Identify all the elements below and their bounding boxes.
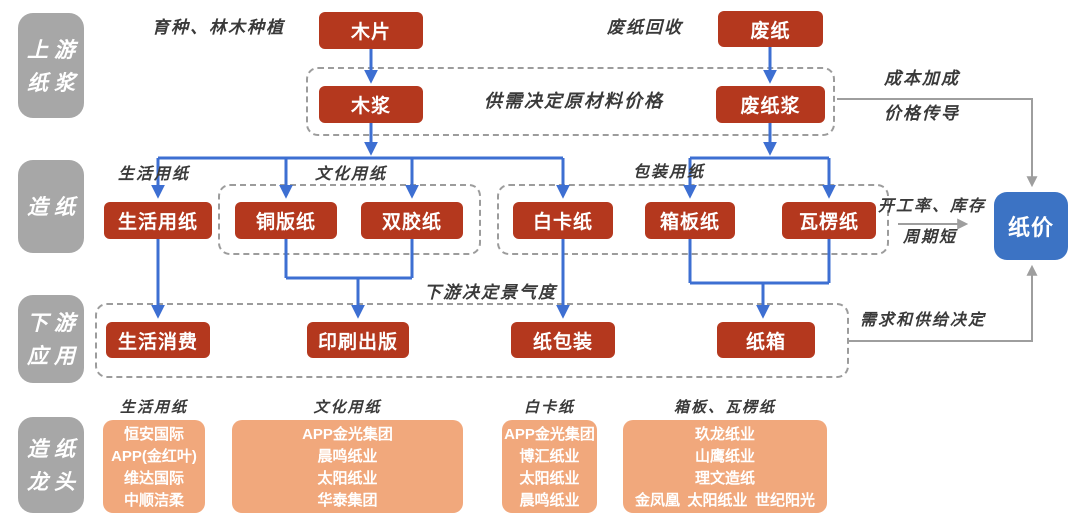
node-coated-paper: 铜版纸 bbox=[235, 202, 337, 239]
node-waste-paper-pulp: 废纸浆 bbox=[716, 86, 825, 123]
stage-label-line: 造纸 bbox=[27, 194, 81, 219]
company-bottom-row: 金凤凰太阳纸业世纪阳光 bbox=[623, 490, 827, 512]
company-item: 太阳纸业 bbox=[519, 470, 580, 487]
stage-label-line: 造纸 bbox=[27, 436, 81, 461]
anno-cat-household-paper: 生活用纸 bbox=[118, 164, 191, 183]
company-item: APP金光集团 bbox=[302, 426, 393, 443]
node-wood-pulp: 木浆 bbox=[319, 86, 423, 123]
company-item: 太阳纸业 bbox=[687, 492, 748, 509]
node-printing-publishing: 印刷出版 bbox=[307, 322, 409, 358]
company-item: 晨鸣纸业 bbox=[519, 492, 580, 509]
stage-label-line: 纸浆 bbox=[27, 69, 81, 95]
connector-gray-2 bbox=[849, 264, 1038, 342]
node-corrugated-paper: 瓦楞纸 bbox=[782, 202, 876, 239]
leader-header-culture: 文化用纸 bbox=[313, 398, 382, 416]
leader-header-household: 生活用纸 bbox=[119, 398, 188, 416]
stage-label-line: 应用 bbox=[27, 343, 81, 368]
node-paper-packaging: 纸包装 bbox=[511, 322, 615, 358]
node-carton: 纸箱 bbox=[717, 322, 815, 358]
leader-header-container-corrugated: 箱板、瓦楞纸 bbox=[673, 398, 776, 416]
stage-paper-leaders: 造纸龙头 bbox=[18, 417, 84, 513]
anno-cat-culture-paper: 文化用纸 bbox=[315, 164, 388, 183]
company-item: APP金光集团 bbox=[504, 426, 595, 443]
stage-label-line: 上游 bbox=[27, 36, 81, 62]
stage-label-line: 龙头 bbox=[27, 469, 81, 494]
node-paper-price: 纸价 bbox=[994, 192, 1068, 260]
leader-header-white-card: 白卡纸 bbox=[523, 398, 575, 416]
anno-demand-supply-decide: 需求和供给决定 bbox=[860, 310, 987, 329]
dashed-box-culture-paper bbox=[218, 184, 481, 255]
company-item: 博汇纸业 bbox=[519, 448, 580, 465]
stage-papermaking: 造纸 bbox=[18, 160, 84, 253]
node-white-cardboard: 白卡纸 bbox=[513, 202, 613, 239]
company-item: 太阳纸业 bbox=[317, 470, 378, 487]
company-item: 维达国际 bbox=[123, 470, 184, 487]
dashed-box-downstream bbox=[95, 303, 849, 378]
node-household-paper: 生活用纸 bbox=[104, 202, 212, 239]
company-item: 金凤凰 bbox=[635, 492, 681, 509]
company-item: 玖龙纸业 bbox=[694, 426, 755, 443]
anno-cost-plus: 成本加成 bbox=[884, 69, 960, 89]
anno-price-transmission: 价格传导 bbox=[884, 104, 960, 124]
anno-downstream-boom: 下游决定景气度 bbox=[424, 283, 557, 303]
anno-waste-recycling: 废纸回收 bbox=[607, 18, 683, 38]
leader-box-household: 恒安国际 APP(金红叶) 维达国际中顺洁柔 bbox=[103, 420, 205, 513]
company-item: 中顺洁柔 bbox=[123, 492, 184, 509]
leader-box-white-card: APP金光集团博汇纸业太阳纸业晨鸣纸业 bbox=[502, 420, 597, 513]
dashed-box-pulp bbox=[306, 67, 835, 136]
node-waste-paper: 废纸 bbox=[718, 11, 823, 47]
node-offset-paper: 双胶纸 bbox=[361, 202, 463, 239]
stage-upstream-pulp: 上游纸浆 bbox=[18, 13, 84, 118]
anno-forest-planting: 育种、林木种植 bbox=[152, 18, 285, 38]
company-item: 恒安国际 bbox=[123, 426, 184, 443]
company-item: APP(金红叶) bbox=[111, 448, 197, 465]
anno-operating-rate-inventory: 开工率、库存 bbox=[878, 196, 987, 215]
anno-cat-packaging-paper: 包装用纸 bbox=[633, 162, 706, 181]
anno-supply-demand-material-price: 供需决定原材料价格 bbox=[484, 91, 664, 112]
stage-downstream-application: 下游应用 bbox=[18, 295, 84, 383]
node-wood-chip: 木片 bbox=[319, 12, 423, 49]
company-item: 华泰集团 bbox=[317, 492, 378, 509]
node-consumer: 生活消费 bbox=[106, 322, 210, 358]
company-item: 山鹰纸业 bbox=[694, 448, 755, 465]
company-item: 理文造纸 bbox=[694, 470, 755, 487]
company-item: 世纪阳光 bbox=[754, 492, 815, 509]
leader-box-culture: APP金光集团晨鸣纸业太阳纸业华泰集团 bbox=[232, 420, 463, 513]
stage-label-line: 下游 bbox=[27, 310, 81, 335]
anno-short-cycle: 周期短 bbox=[903, 227, 958, 246]
node-containerboard: 箱板纸 bbox=[645, 202, 735, 239]
leader-box-container-corrugated: 玖龙纸业山鹰纸业理文造纸金凤凰太阳纸业世纪阳光 bbox=[623, 420, 827, 513]
company-item: 晨鸣纸业 bbox=[317, 448, 378, 465]
